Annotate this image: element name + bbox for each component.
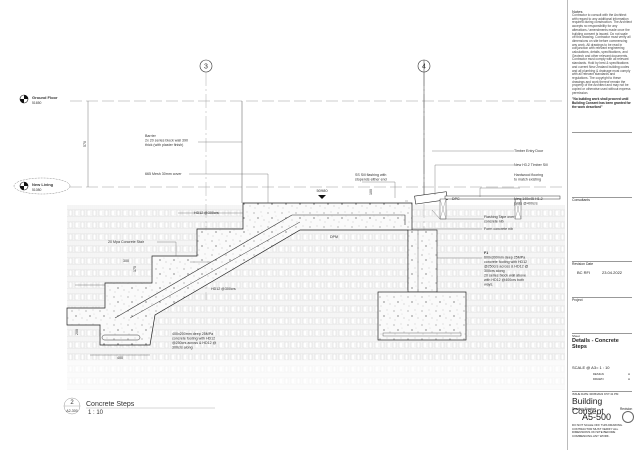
sheet-title: Details - Concrete Steps [572, 338, 619, 350]
hardwood-flooring [444, 195, 561, 200]
svg-text:New H3.2 Timber Sill: New H3.2 Timber Sill [514, 163, 548, 167]
notes: Notes Contractor to consult with the Arc… [572, 9, 632, 109]
level-marker-ground-floor: Ground Floor 51650 [19, 94, 58, 105]
svg-text:DPC: DPC [452, 197, 460, 201]
svg-text:DPM: DPM [330, 235, 338, 239]
svg-text:Ground Floor: Ground Floor [32, 95, 58, 100]
concrete-steps-section-drawing: 3 4 Ground Floor 51650 New Living 51080 … [13, 59, 567, 416]
svg-text:51080: 51080 [32, 188, 42, 192]
footing-rebar [101, 334, 141, 341]
grid-bubble-3: 3 [199, 59, 213, 73]
mesh-label: 665 Mesh 30mm cover [145, 172, 182, 176]
svg-text:400: 400 [117, 356, 123, 360]
timber-sill [414, 191, 448, 205]
footing-f1 [377, 291, 467, 341]
drawing-number: A5-500 [582, 412, 612, 422]
ss-sill-label: SS Sill flashing with stopends either en… [355, 173, 387, 182]
svg-text:Form concrete nib: Form concrete nib [484, 227, 513, 231]
level-marker-new-living: New Living 51080 [13, 177, 71, 195]
svg-text:300: 300 [123, 259, 129, 263]
stair-label: 20 Mpa Concrete Stair [108, 240, 145, 244]
hd12-top-label: HD12 @300crs [194, 211, 219, 215]
svg-text:200: 200 [75, 329, 79, 335]
svg-text:A2-300: A2-300 [66, 409, 78, 413]
svg-text:51650: 51650 [32, 101, 42, 105]
svg-text:Concrete Steps: Concrete Steps [86, 401, 135, 408]
svg-text:Timber Entry Door: Timber Entry Door [514, 149, 544, 153]
status: Building Consent [572, 396, 604, 416]
revision-circle [622, 411, 634, 423]
title-block: Notes Contractor to consult with the Arc… [567, 0, 637, 450]
svg-text:50980: 50980 [316, 188, 328, 193]
block-wall [407, 229, 438, 293]
barrier-label: Barrier 2x 20 series block wall 390 thic… [145, 134, 189, 147]
svg-text:3: 3 [204, 64, 208, 71]
svg-text:175: 175 [133, 266, 137, 272]
svg-text:1 : 10: 1 : 10 [88, 410, 104, 416]
view-title: 2 A2-300 Concrete Steps 1 : 10 [63, 397, 215, 416]
f1-label: F1 600x300mm deep 25MPa concrete footing… [484, 251, 529, 287]
footing-label: 400x200mm deep 25MPa concrete footing wi… [172, 332, 217, 350]
svg-text:100: 100 [369, 189, 373, 195]
svg-text:2: 2 [70, 400, 74, 406]
svg-text:New Living: New Living [32, 182, 54, 187]
svg-text:570: 570 [83, 141, 87, 147]
hd12-bottom-label: HD12 @300crs [211, 287, 236, 291]
